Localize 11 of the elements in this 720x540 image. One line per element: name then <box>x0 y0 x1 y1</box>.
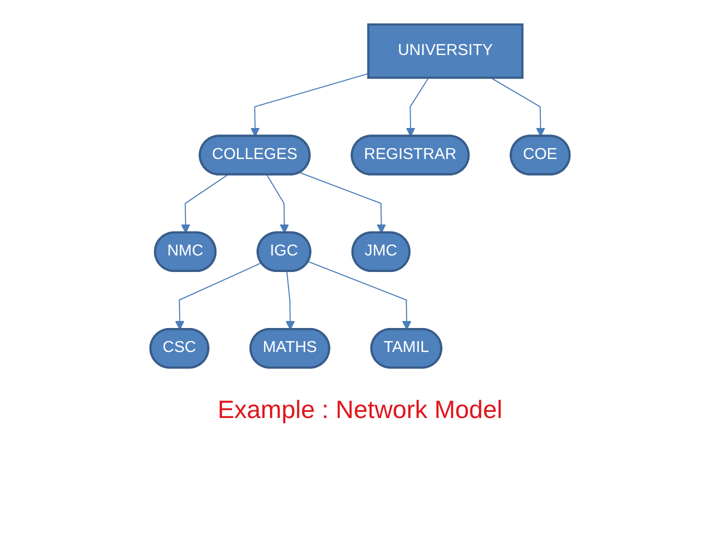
node-box: UNIVERSITY <box>367 23 524 79</box>
arrow <box>266 174 289 234</box>
arrow <box>308 261 412 330</box>
arrow <box>180 174 228 234</box>
arrow <box>406 77 429 137</box>
arrow <box>300 172 386 234</box>
arrow <box>250 73 368 137</box>
arrow <box>286 271 295 330</box>
caption: Example : Network Model <box>216 396 504 425</box>
arrow <box>175 262 262 330</box>
arrow <box>490 77 546 137</box>
